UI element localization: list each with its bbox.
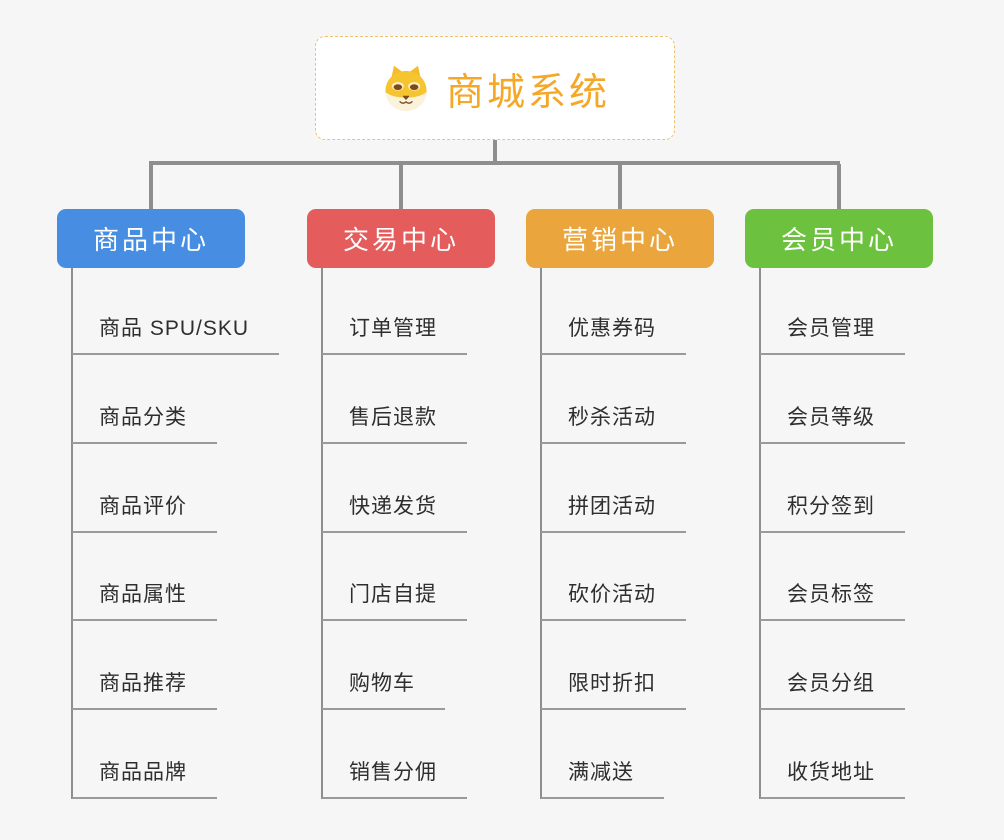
leaf-label: 秒杀活动 bbox=[568, 406, 656, 429]
leaf-node[interactable]: 拼团活动 bbox=[541, 492, 686, 533]
leaf-label: 商品 SPU/SKU bbox=[99, 317, 250, 340]
connector-drop bbox=[618, 164, 622, 209]
leaf-node[interactable]: 积分签到 bbox=[760, 492, 905, 533]
branch-label: 商品中心 bbox=[92, 225, 209, 255]
leaf-label: 积分签到 bbox=[787, 495, 875, 518]
leaf-node[interactable]: 秒杀活动 bbox=[541, 403, 686, 444]
leaf-label: 商品品牌 bbox=[99, 761, 187, 784]
branch-spine bbox=[71, 268, 73, 799]
leaf-label: 收货地址 bbox=[787, 761, 875, 784]
branch-node-member-center[interactable]: 会员中心 bbox=[745, 209, 933, 268]
leaf-node[interactable]: 购物车 bbox=[322, 669, 445, 710]
leaf-node[interactable]: 商品品牌 bbox=[72, 758, 217, 799]
connector-drop bbox=[149, 164, 153, 209]
leaf-label: 售后退款 bbox=[349, 406, 437, 429]
leaf-node[interactable]: 销售分佣 bbox=[322, 758, 467, 799]
root-title: 商城系统 bbox=[445, 71, 610, 114]
dog-face-icon bbox=[385, 65, 427, 112]
leaf-node[interactable]: 快递发货 bbox=[322, 492, 467, 533]
leaf-node[interactable]: 售后退款 bbox=[322, 403, 467, 444]
leaf-label: 优惠券码 bbox=[568, 317, 656, 340]
leaf-node[interactable]: 会员等级 bbox=[760, 403, 905, 444]
leaf-label: 会员等级 bbox=[787, 406, 875, 429]
leaf-node[interactable]: 商品分类 bbox=[72, 403, 217, 444]
leaf-node[interactable]: 商品推荐 bbox=[72, 669, 217, 710]
leaf-label: 会员分组 bbox=[787, 672, 875, 695]
branch-label: 交易中心 bbox=[342, 225, 459, 255]
branch-label: 营销中心 bbox=[561, 225, 678, 255]
root-node[interactable]: 商城系统 bbox=[315, 36, 675, 140]
branch-node-product-center[interactable]: 商品中心 bbox=[57, 209, 245, 268]
leaf-label: 限时折扣 bbox=[568, 672, 656, 695]
leaf-label: 订单管理 bbox=[349, 317, 437, 340]
leaf-label: 会员标签 bbox=[787, 583, 875, 606]
connector-drop bbox=[399, 164, 403, 209]
leaf-node[interactable]: 订单管理 bbox=[322, 314, 467, 355]
branch-spine bbox=[321, 268, 323, 799]
leaf-node[interactable]: 会员标签 bbox=[760, 580, 905, 621]
leaf-label: 门店自提 bbox=[349, 583, 437, 606]
leaf-label: 销售分佣 bbox=[349, 761, 437, 784]
leaf-node[interactable]: 限时折扣 bbox=[541, 669, 686, 710]
leaf-node[interactable]: 收货地址 bbox=[760, 758, 905, 799]
leaf-label: 拼团活动 bbox=[568, 495, 656, 518]
leaf-node[interactable]: 会员管理 bbox=[760, 314, 905, 355]
connector-bus bbox=[149, 161, 840, 165]
leaf-label: 商品属性 bbox=[99, 583, 187, 606]
leaf-label: 购物车 bbox=[349, 672, 415, 695]
leaf-node[interactable]: 砍价活动 bbox=[541, 580, 686, 621]
branch-node-trade-center[interactable]: 交易中心 bbox=[307, 209, 495, 268]
leaf-node[interactable]: 商品属性 bbox=[72, 580, 217, 621]
connector-stem bbox=[493, 140, 497, 164]
leaf-node[interactable]: 会员分组 bbox=[760, 669, 905, 710]
leaf-node[interactable]: 优惠券码 bbox=[541, 314, 686, 355]
leaf-label: 快递发货 bbox=[349, 495, 437, 518]
leaf-node[interactable]: 满减送 bbox=[541, 758, 664, 799]
leaf-label: 砍价活动 bbox=[568, 583, 656, 606]
branch-label: 会员中心 bbox=[780, 225, 897, 255]
leaf-label: 商品分类 bbox=[99, 406, 187, 429]
leaf-label: 商品评价 bbox=[99, 495, 187, 518]
branch-node-marketing-center[interactable]: 营销中心 bbox=[526, 209, 714, 268]
leaf-label: 会员管理 bbox=[787, 317, 875, 340]
leaf-node[interactable]: 商品评价 bbox=[72, 492, 217, 533]
leaf-node[interactable]: 门店自提 bbox=[322, 580, 467, 621]
leaf-label: 满减送 bbox=[568, 761, 634, 784]
branch-spine bbox=[540, 268, 542, 799]
leaf-label: 商品推荐 bbox=[99, 672, 187, 695]
branch-spine bbox=[759, 268, 761, 799]
connector-drop bbox=[837, 164, 841, 209]
leaf-node[interactable]: 商品 SPU/SKU bbox=[72, 314, 280, 355]
